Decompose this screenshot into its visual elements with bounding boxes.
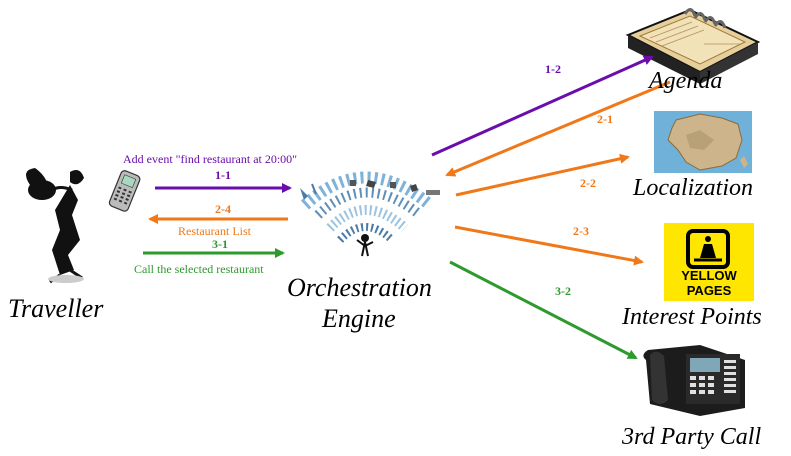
france-map-icon [654,111,752,173]
engine-label-line1: Orchestration [287,273,432,302]
yellow-pages-logo-text-1: YELLOW [681,268,737,283]
desk-phone-icon [643,345,745,416]
traveller-label: Traveller [8,294,104,323]
arrow-1-2 [431,55,654,157]
arrow-2-1 [445,80,671,177]
arrow-2-2 [455,153,630,197]
yellow-pages-logo: YELLOW PAGES [664,223,754,301]
agenda-book-icon [625,8,761,84]
message-1-step: 1-1 [215,168,231,182]
yellow-pages-logo-text-2: PAGES [687,283,732,298]
message-3-text: Call the selected restaurant [134,262,264,276]
edge-1-2-label: 1-2 [545,62,561,76]
third-party-call-label: 3rd Party Call [622,424,762,450]
orchestra-engine-icon [300,171,440,257]
message-3-step: 3-1 [212,237,228,251]
interest-points-label: Interest Points [622,304,762,330]
localization-label: Localization [633,175,754,201]
agenda-label: Agenda [649,68,723,94]
mobile-phone-icon [108,170,141,212]
message-2-step: 2-4 [215,202,231,216]
message-2-text: Restaurant List [178,224,251,238]
edge-3-2-label: 3-2 [555,284,571,298]
traveller-figure [26,168,84,284]
edge-2-2-label: 2-2 [580,176,596,190]
arrow-2-3 [454,225,644,266]
engine-label-line2: Engine [322,304,396,333]
arrow-3-2 [449,260,638,360]
message-1-text: Add event "find restaurant at 20:00" [123,152,298,166]
edge-2-3-label: 2-3 [573,224,589,238]
edge-2-1-label: 2-1 [597,112,613,126]
